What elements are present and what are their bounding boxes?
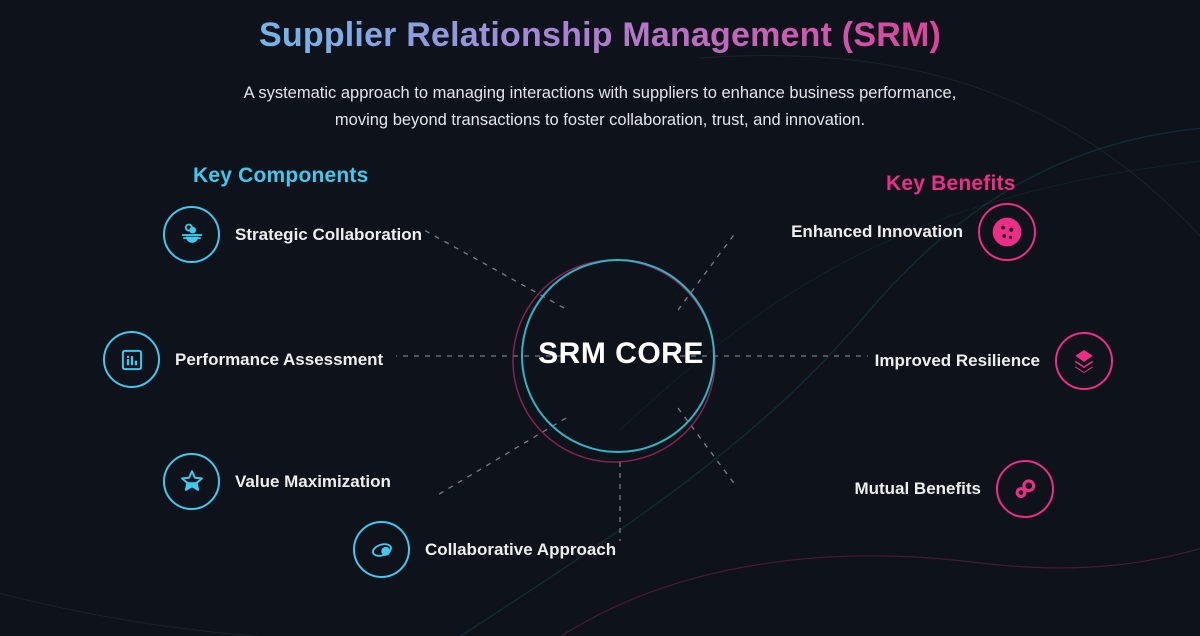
decorative-curve-teal-2 [619,160,1200,431]
connector-enhanced-innovation [677,231,737,311]
core-ring-teal [521,259,715,453]
star-icon [163,453,220,510]
component-item-strategic-collaboration: Strategic Collaboration [163,206,422,263]
decorative-arc-top-right [699,55,1200,237]
cookie-icon [978,203,1036,261]
decorative-wave-pink [560,548,1200,636]
rings-icon [996,460,1054,518]
connector-lines [396,229,868,541]
benefit-item-enhanced-innovation: Enhanced Innovation [791,203,1036,261]
srm-core-label: SRM CORE [538,337,704,370]
component-label: Value Maximization [235,471,391,491]
orbit-icon [353,521,410,578]
connector-mutual-benefits [677,407,737,487]
component-item-collaborative-approach: Collaborative Approach [353,521,616,578]
decorative-curve-teal [459,127,1200,636]
component-label: Collaborative Approach [425,539,617,559]
benefit-label: Enhanced Innovation [791,222,963,241]
layers-icon [1055,332,1113,390]
key-benefits-heading: Key Benefits [886,172,1016,195]
benefit-item-improved-resilience: Improved Resilience [875,332,1113,390]
component-label: Performance Assessment [175,349,384,369]
component-item-value-maximization: Value Maximization [163,453,391,510]
decorative-curve-bottom-left [0,592,261,636]
component-item-performance-assessment: Performance Assessment [103,331,383,388]
benefit-label: Mutual Benefits [854,479,981,498]
bar-chart-icon [103,331,160,388]
component-label: Strategic Collaboration [235,224,423,244]
key-components-heading: Key Components [193,164,369,187]
handshake-icon [163,206,220,263]
connector-value-maximization [435,417,567,497]
connector-strategic-collaboration [423,229,565,309]
page-subtitle: A systematic approach to managing intera… [243,84,957,129]
benefit-label: Improved Resilience [874,351,1040,370]
page-title: Supplier Relationship Management (SRM) [0,16,1200,55]
benefit-item-mutual-benefits: Mutual Benefits [854,460,1054,518]
